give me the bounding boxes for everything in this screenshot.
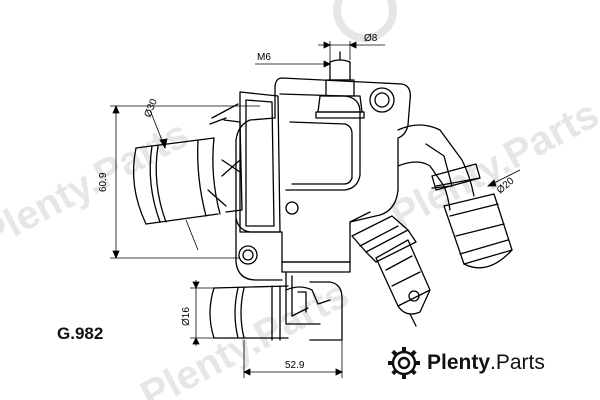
dim-label-52-9: 52.9 bbox=[285, 360, 305, 371]
dim-d8-line bbox=[318, 41, 385, 60]
inlet-flange bbox=[207, 91, 281, 233]
dim-label-d30: Ø30 bbox=[143, 97, 160, 119]
dim-label-60-9: 60.9 bbox=[98, 172, 109, 192]
dim-label-d8: Ø8 bbox=[364, 33, 378, 44]
dim-60-9-line bbox=[110, 104, 260, 260]
watermark-text-right: Plenty.Parts bbox=[384, 92, 600, 238]
brand-name-suffix: .Parts bbox=[490, 351, 545, 374]
inlet-pipe-30 bbox=[132, 137, 221, 225]
dim-label-m6: M6 bbox=[257, 52, 271, 63]
temperature-sensor bbox=[351, 215, 431, 327]
watermark-text-bottom: Plenty.Parts bbox=[134, 272, 356, 400]
bypass-pipe-16 bbox=[209, 285, 289, 341]
outlet-elbow-20 bbox=[397, 124, 513, 269]
brand-name: Plenty.Parts bbox=[427, 351, 545, 375]
brand-logo[interactable]: Plenty.Parts bbox=[387, 345, 545, 381]
dim-d16-line bbox=[190, 280, 214, 346]
brand-name-main: Plenty bbox=[427, 351, 491, 374]
dim-m6-line bbox=[255, 60, 331, 80]
dim-d30-line bbox=[149, 109, 199, 251]
part-code: G.982 bbox=[57, 324, 104, 343]
gear-logo-icon bbox=[388, 347, 420, 379]
watermark-logo-top bbox=[333, 0, 397, 42]
lower-housing bbox=[281, 261, 351, 341]
dim-52-9-line bbox=[243, 340, 343, 378]
bleed-nipple bbox=[315, 51, 365, 119]
dim-d20-line bbox=[487, 169, 521, 187]
dim-label-d16: Ø16 bbox=[181, 307, 192, 326]
housing-body bbox=[235, 77, 411, 281]
